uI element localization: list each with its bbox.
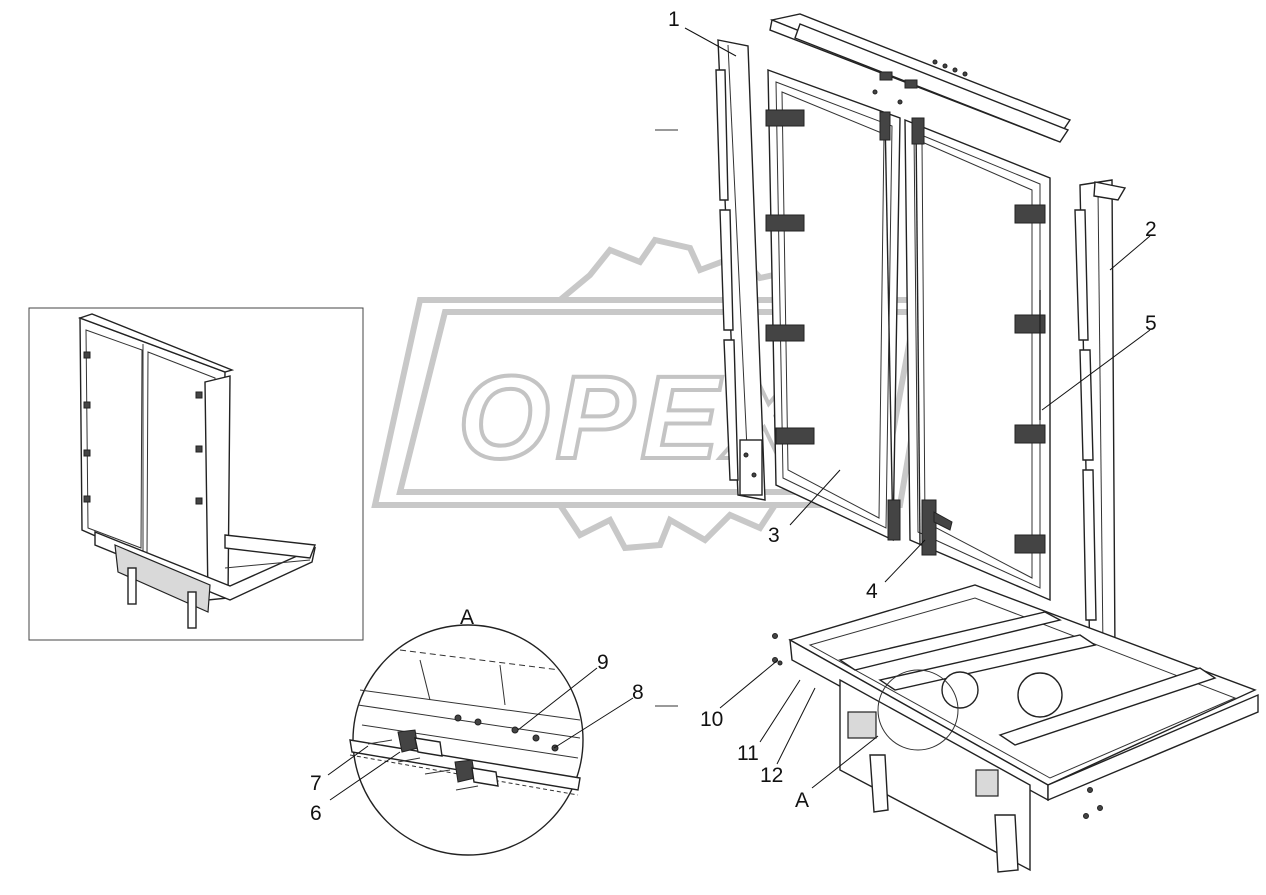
callout-1: 1: [668, 8, 680, 31]
overview-inset: [28, 307, 364, 641]
callout-11: 11: [737, 742, 759, 765]
base-frame: [772, 584, 1259, 873]
callout-6: 6: [310, 802, 322, 825]
callout-3: 3: [768, 524, 780, 547]
right-door: [904, 117, 1051, 602]
top-rail: [769, 13, 1072, 143]
callout-labels: 1 2 3 4 5 6 7 8 9 10 11 12 A A: [310, 8, 1157, 825]
callout-7: 7: [310, 772, 322, 795]
base-box: [839, 671, 1063, 872]
detail-bolts: [367, 714, 559, 791]
left-door-hinges: [765, 109, 815, 445]
callout-9: 9: [597, 651, 609, 674]
detail-a-marker-circle: [877, 669, 959, 751]
lock-handle: [921, 499, 953, 556]
callout-4: 4: [866, 580, 878, 603]
detail-label-a: A: [460, 606, 474, 629]
left-door: [765, 68, 901, 542]
leader-lines: [327, 27, 1151, 801]
detail-brackets: [397, 729, 499, 787]
detail-circle: [352, 624, 584, 856]
rail-bolts: [872, 59, 968, 105]
callout-10: 10: [700, 708, 723, 731]
left-post: [715, 39, 766, 501]
right-door-hinges: [1014, 204, 1046, 554]
view-marker-a: A: [795, 789, 809, 812]
base-crossbars: [838, 611, 1217, 746]
callout-5: 5: [1145, 312, 1157, 335]
detail-view-a: [349, 624, 584, 856]
callout-8: 8: [632, 681, 644, 704]
base-legs: [869, 754, 1019, 873]
right-post: [1074, 179, 1127, 661]
callout-2: 2: [1145, 218, 1157, 241]
callout-12: 12: [760, 764, 783, 787]
